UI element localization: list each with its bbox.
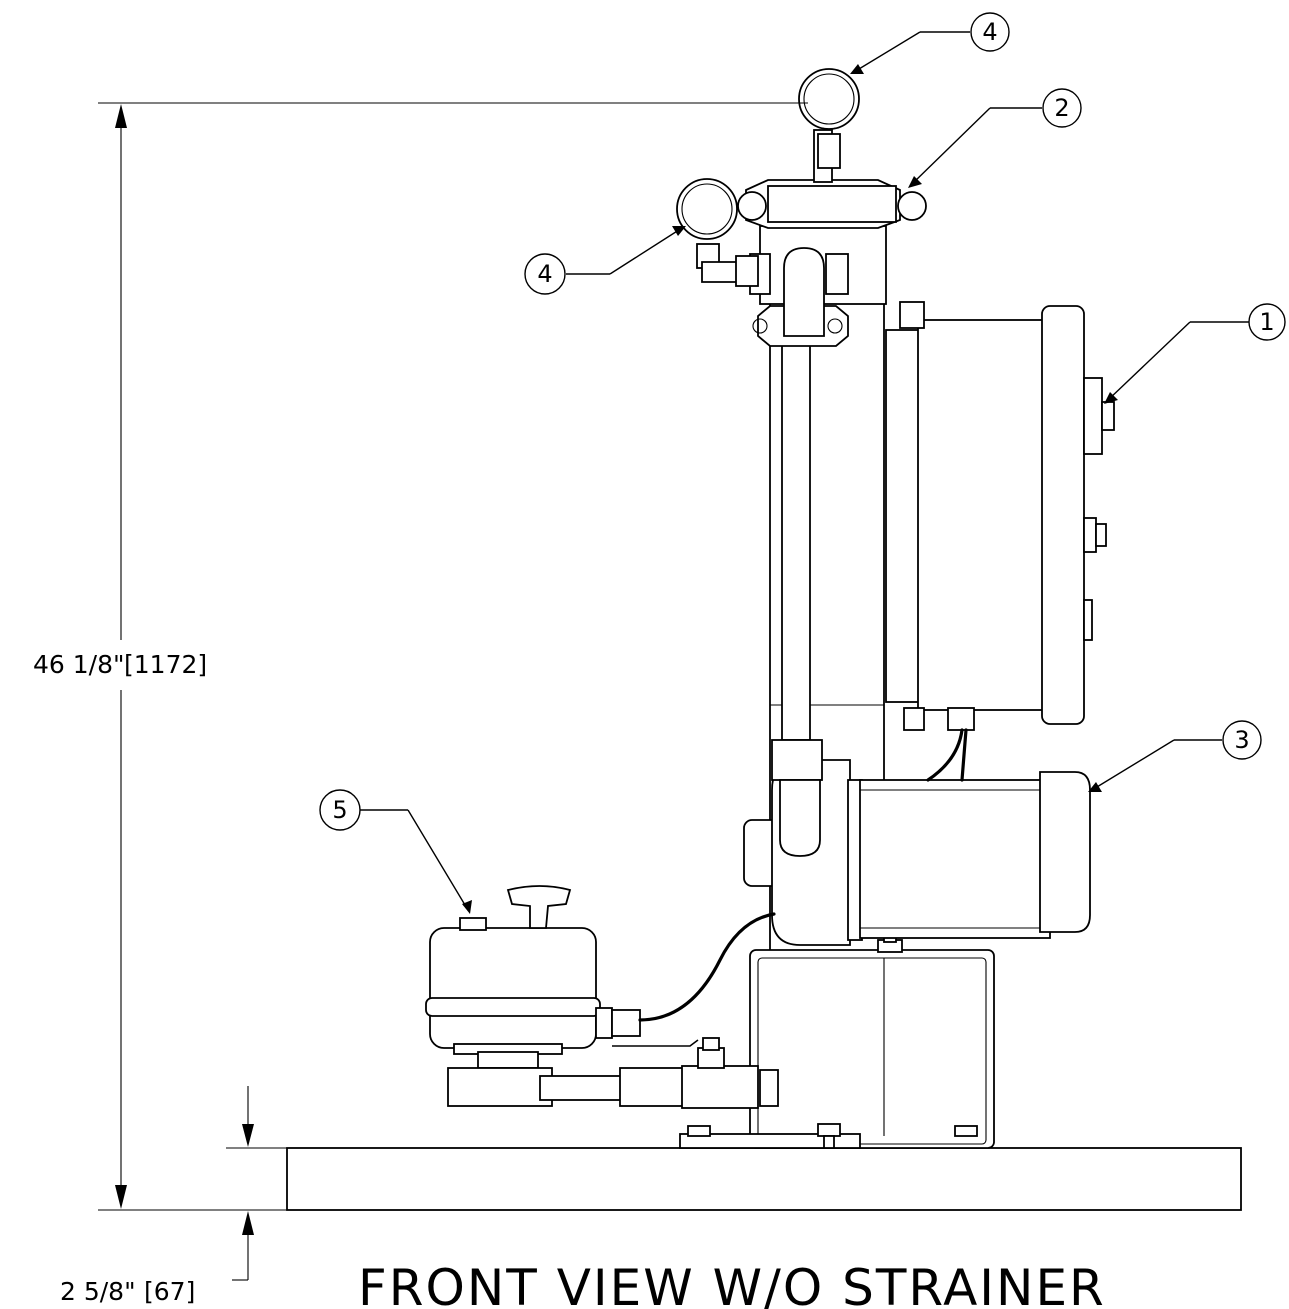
callout-4-top-label: 4: [982, 18, 997, 46]
base-thickness-dimension: 2 5/8" [67]: [60, 1086, 287, 1306]
filter-head: [737, 179, 927, 347]
base-dimension-mm: [67]: [144, 1277, 195, 1306]
drain-piping: [447, 1037, 759, 1109]
enclosure-cable-2: [960, 728, 968, 782]
callout-1-label: 1: [1259, 308, 1274, 336]
callout-2: 2: [908, 88, 1082, 188]
height-dimension-text: 46 1/8": [33, 650, 125, 679]
height-dimension-mm: [1172]: [124, 650, 207, 679]
callout-1: 1: [1104, 303, 1286, 404]
callout-3: 3: [1088, 720, 1262, 792]
overall-height-dimension: 46 1/8" [1172]: [33, 102, 808, 1211]
base-plate: [286, 1147, 1242, 1211]
actuated-valve: [425, 885, 641, 1069]
callout-4-side-label: 4: [537, 260, 552, 288]
control-enclosure: [885, 301, 1115, 731]
callout-5-label: 5: [332, 796, 347, 824]
side-pressure-gauge: [676, 178, 738, 240]
motor: [847, 771, 1091, 941]
top-gauge-stem: [813, 129, 841, 183]
enclosure-cable: [926, 728, 964, 782]
callout-3-label: 3: [1234, 726, 1249, 754]
actuator-cable: [638, 912, 776, 1022]
callout-5: 5: [319, 789, 472, 914]
base-dimension-text: 2 5/8": [60, 1277, 136, 1306]
pump-stand: [679, 925, 995, 1149]
side-gauge-fittings: [696, 243, 759, 287]
suction-pipe: [771, 337, 823, 857]
callout-4-side: 4: [524, 226, 686, 295]
view-title: FRONT VIEW W/O STRAINER: [358, 1259, 1106, 1309]
top-pressure-gauge: [798, 68, 860, 130]
callout-4-top: 4: [850, 12, 1010, 74]
callout-2-label: 2: [1054, 94, 1069, 122]
